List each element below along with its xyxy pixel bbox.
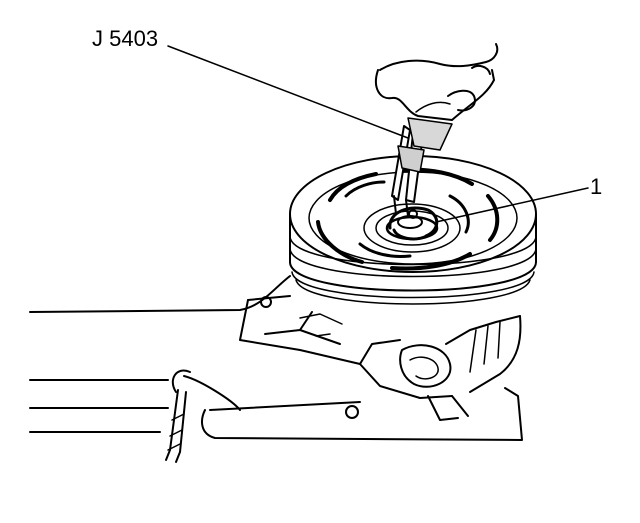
snap-ring-pliers: [391, 117, 453, 217]
hand: [374, 43, 499, 121]
leader-lines: [167, 45, 589, 223]
part-callout-label: 1: [590, 174, 603, 199]
base-plate: [201, 387, 523, 441]
wire-clip: [165, 369, 241, 463]
tool-leader-line: [167, 45, 409, 139]
snap-ring: [388, 206, 439, 241]
clutch-pulley: [289, 155, 537, 305]
tool-callout-label: J 5403: [92, 26, 159, 51]
part-leader-line: [435, 187, 589, 223]
compressor-housing: [239, 295, 522, 421]
